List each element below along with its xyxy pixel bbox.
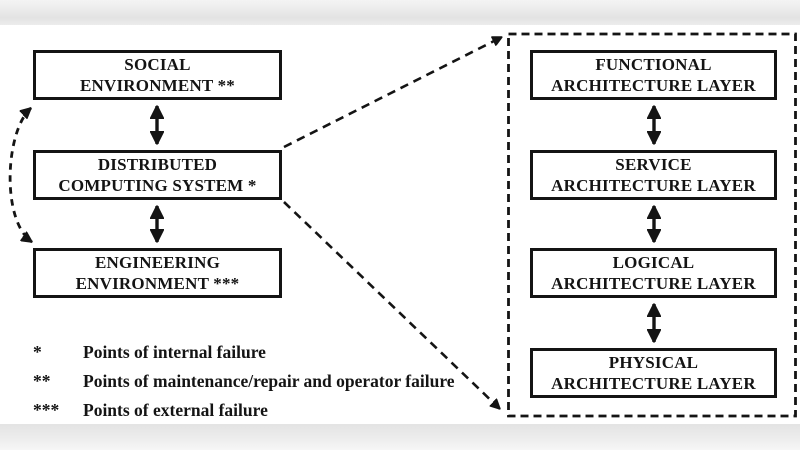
social-engineering-bypass-dashed-arrow <box>8 108 32 244</box>
legend-text: Points of maintenance/repair and operato… <box>83 371 455 391</box>
box-social-environment: SOCIAL ENVIRONMENT ** <box>33 50 282 100</box>
box-label-line: SOCIAL <box>124 55 191 74</box>
box-label-line: PHYSICAL <box>608 353 699 372</box>
box-label-line: DISTRIBUTED <box>97 155 218 174</box>
box-service-architecture-layer: SERVICE ARCHITECTURE LAYER <box>530 150 777 200</box>
bottom-letterbox-band <box>0 424 800 450</box>
expansion-line-upper-arrow <box>283 35 502 149</box>
legend-item-external-failure: *** Points of external failure <box>33 400 268 420</box>
box-functional-architecture-layer: FUNCTIONAL ARCHITECTURE LAYER <box>530 50 777 100</box>
box-engineering-environment: ENGINEERING ENVIRONMENT *** <box>33 248 282 298</box>
box-label-line: SERVICE <box>615 155 692 174</box>
legend-symbol: * <box>33 342 42 362</box>
box-label-line: ARCHITECTURE LAYER <box>551 374 756 393</box>
top-letterbox-band <box>0 0 800 25</box>
box-label-line: FUNCTIONAL <box>595 55 712 74</box>
box-physical-architecture-layer: PHYSICAL ARCHITECTURE LAYER <box>530 348 777 398</box>
box-logical-architecture-layer: LOGICAL ARCHITECTURE LAYER <box>530 248 777 298</box>
expansion-line-lower-arrow <box>283 201 500 409</box>
legend-text: Points of external failure <box>83 400 268 420</box>
box-label-line: ENVIRONMENT *** <box>75 274 240 293</box>
expansion-dashed-frame <box>507 32 797 418</box>
box-label-line: LOGICAL <box>612 253 695 272</box>
box-label-line: ARCHITECTURE LAYER <box>551 274 756 293</box>
legend-item-maintenance-operator-failure: ** Points of maintenance/repair and oper… <box>33 371 455 391</box>
legend-text: Points of internal failure <box>83 342 266 362</box>
box-distributed-computing-system: DISTRIBUTED COMPUTING SYSTEM * <box>33 150 282 200</box>
box-label-line: ARCHITECTURE LAYER <box>551 176 756 195</box>
box-label-line: ENGINEERING <box>94 253 220 272</box>
box-label-line: ARCHITECTURE LAYER <box>551 76 756 95</box>
box-label-line: COMPUTING SYSTEM * <box>58 176 257 195</box>
legend-symbol: *** <box>33 400 60 420</box>
legend-item-internal-failure: * Points of internal failure <box>33 342 266 362</box>
legend-symbol: ** <box>33 371 51 391</box>
box-label-line: ENVIRONMENT ** <box>79 76 236 95</box>
